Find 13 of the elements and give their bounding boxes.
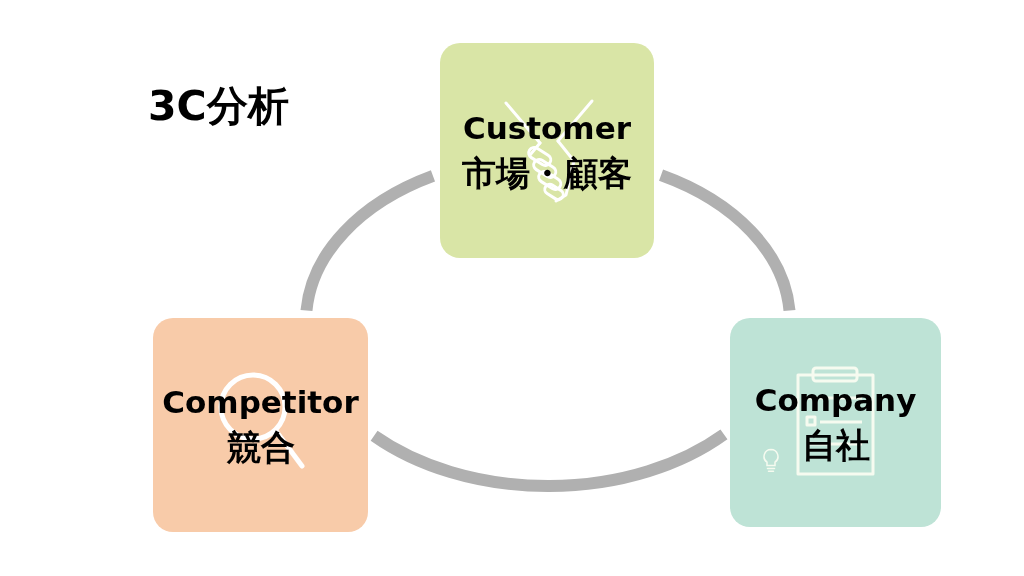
japanese-label: 自社 xyxy=(801,423,870,467)
title: 3C分析 xyxy=(148,82,289,130)
ring-arc xyxy=(370,429,728,492)
heading-label: Company xyxy=(754,380,917,420)
japanese-label: 競合 xyxy=(226,426,295,469)
ring-arc xyxy=(300,170,436,312)
category-box xyxy=(153,318,368,532)
category-box xyxy=(730,318,941,527)
japanese-label: 市場・顧客 xyxy=(462,151,632,195)
category-box xyxy=(440,43,654,258)
heading-label: Customer xyxy=(463,108,631,148)
ring-arc xyxy=(658,169,796,312)
heading-label: Competitor xyxy=(162,383,359,422)
